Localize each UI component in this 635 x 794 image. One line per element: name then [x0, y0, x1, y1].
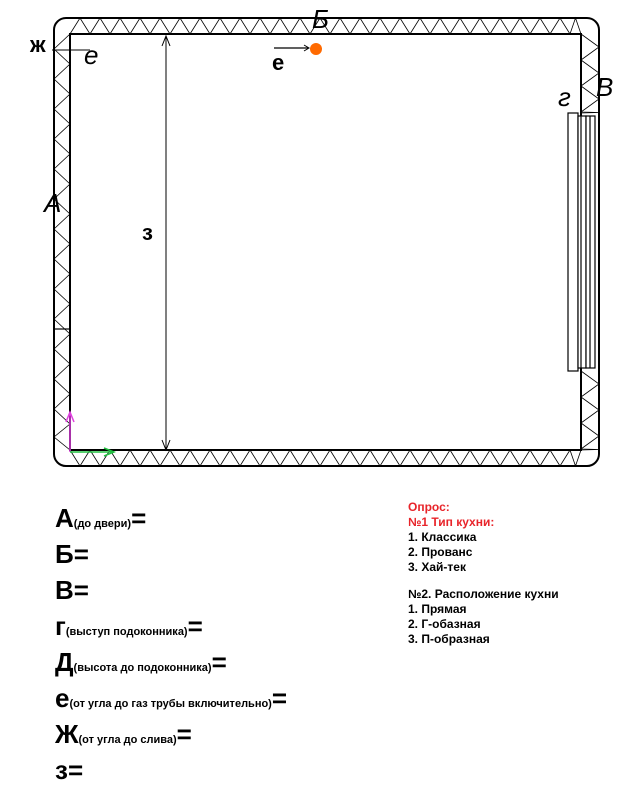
kitchen-plan: з Б А В г ж е е [29, 4, 613, 468]
measurement-letter: Ж [55, 719, 79, 749]
measurement-letter: г [55, 611, 66, 641]
survey-q2-option: 2. Г-обазная [408, 617, 481, 631]
wall-label-a: А [42, 188, 61, 218]
survey-q2-option: 3. П-образная [408, 632, 490, 646]
measurement-note: (высота до подоконника) [73, 662, 212, 674]
measurement-letter: з [55, 755, 68, 785]
measurement-letter: В [55, 575, 74, 605]
sink-mark: е [84, 40, 98, 70]
survey-q1: №1 Тип кухни: [408, 515, 495, 529]
measurement-row: з= [55, 752, 385, 788]
measurement-row: Б= [55, 536, 385, 572]
gas-label: е [272, 50, 284, 75]
survey-block: Опрос: №1 Тип кухни: 1. Классика 2. Пров… [408, 500, 633, 647]
measurement-note: (выступ подоконника) [65, 626, 188, 638]
measurement-note: (от угла до газ трубы включительно) [69, 698, 272, 710]
measurement-letter: Д [55, 647, 74, 677]
window-sill-mark: г [558, 82, 571, 112]
survey-q1-option: 3. Хай-тек [408, 560, 466, 574]
measurement-equals: = [271, 683, 288, 713]
measurement-row: А(до двери)= [55, 500, 385, 536]
wall-hatching [53, 16, 600, 468]
wall-label-v: В [596, 72, 613, 102]
measurement-letter: А [55, 503, 74, 533]
measurement-equals: = [211, 647, 227, 677]
measurement-note: (до двери) [73, 518, 132, 530]
survey-q2: №2. Расположение кухни [408, 587, 559, 601]
measurement-equals: = [73, 539, 89, 569]
wall-label-b: Б [312, 4, 329, 34]
survey-title: Опрос: [408, 500, 450, 514]
axes-icon [65, 409, 117, 457]
measurement-equals: = [176, 719, 192, 749]
measurement-letter: Б [55, 539, 74, 569]
gas-pipe-dot [310, 43, 322, 55]
measurement-equals: = [187, 611, 203, 641]
measurement-equals: = [67, 755, 84, 785]
measurement-form: А(до двери)=Б=В=г(выступ подоконника)=Д(… [55, 500, 385, 788]
gas-arrow [303, 44, 310, 52]
window [567, 112, 596, 372]
measurement-row: г(выступ подоконника)= [55, 608, 385, 644]
measurement-row: В= [55, 572, 385, 608]
survey-q2-option: 1. Прямая [408, 602, 467, 616]
measurement-note: (от угла до слива) [78, 734, 177, 746]
survey-q1-option: 2. Прованс [408, 545, 473, 559]
measurement-equals: = [73, 575, 89, 605]
measurement-letter: е [55, 683, 70, 713]
survey-q1-option: 1. Классика [408, 530, 477, 544]
measurement-row: Д(высота до подоконника)= [55, 644, 385, 680]
measurement-row: е(от угла до газ трубы включительно)= [55, 680, 385, 716]
measurement-row: Ж(от угла до слива)= [55, 716, 385, 752]
measurement-equals: = [131, 503, 147, 533]
height-dimension [161, 34, 171, 452]
sink-label: ж [29, 32, 46, 57]
inner-room [69, 33, 582, 451]
height-label: з [142, 220, 153, 245]
